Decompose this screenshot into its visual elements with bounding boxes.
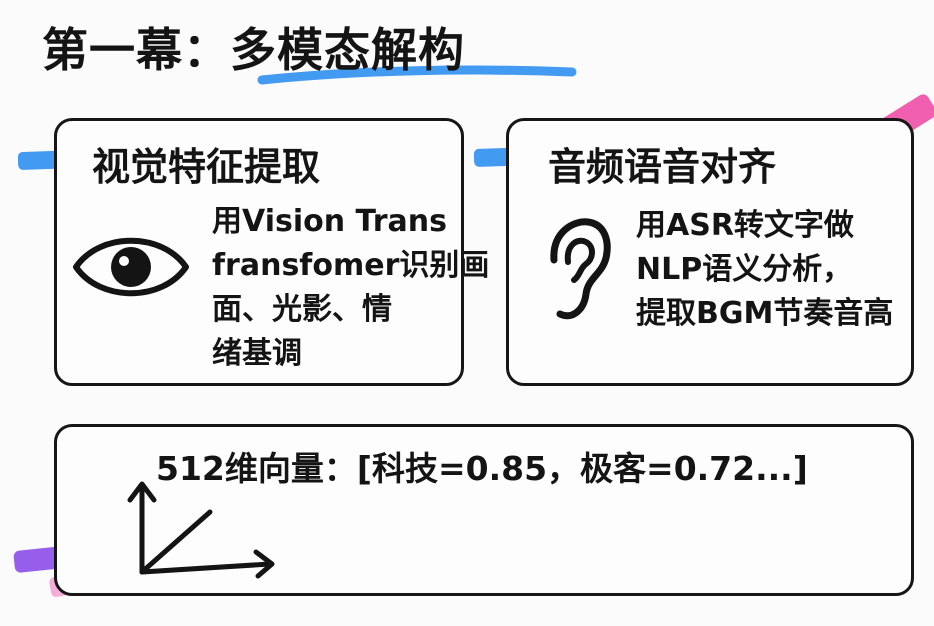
visual-text-line: 面、光影、情 — [212, 292, 392, 327]
axes-icon — [127, 481, 275, 579]
audio-card-description: 用ASR转文字做 NLP语义分析， 提取BGM节奏音高 — [636, 204, 906, 336]
audio-text-line: 提取BGM节奏音高 — [636, 296, 894, 331]
audio-text-line: 用ASR转文字做 — [636, 208, 854, 243]
vector-text: 512维向量：[科技=0.85，极客=0.72...] — [156, 449, 808, 488]
visual-card-title: 视觉特征提取 — [92, 145, 321, 189]
visual-text-line: 用Vision Trans — [212, 204, 447, 239]
visual-card-description: 用Vision Trans fransfomer识别画 面、光影、情 绪基调 — [212, 200, 490, 376]
audio-text-line: NLP语义分析， — [636, 252, 853, 287]
eye-icon — [73, 237, 189, 297]
title-underline-highlight — [257, 65, 577, 85]
page-title: 第一幕：多模态解构 — [42, 23, 465, 77]
audio-alignment-card — [506, 118, 914, 386]
audio-card-title: 音频语音对齐 — [548, 145, 777, 189]
ear-icon — [550, 218, 611, 320]
visual-text-line: fransfomer识别画 — [212, 248, 490, 283]
visual-text-line: 绪基调 — [212, 336, 302, 371]
